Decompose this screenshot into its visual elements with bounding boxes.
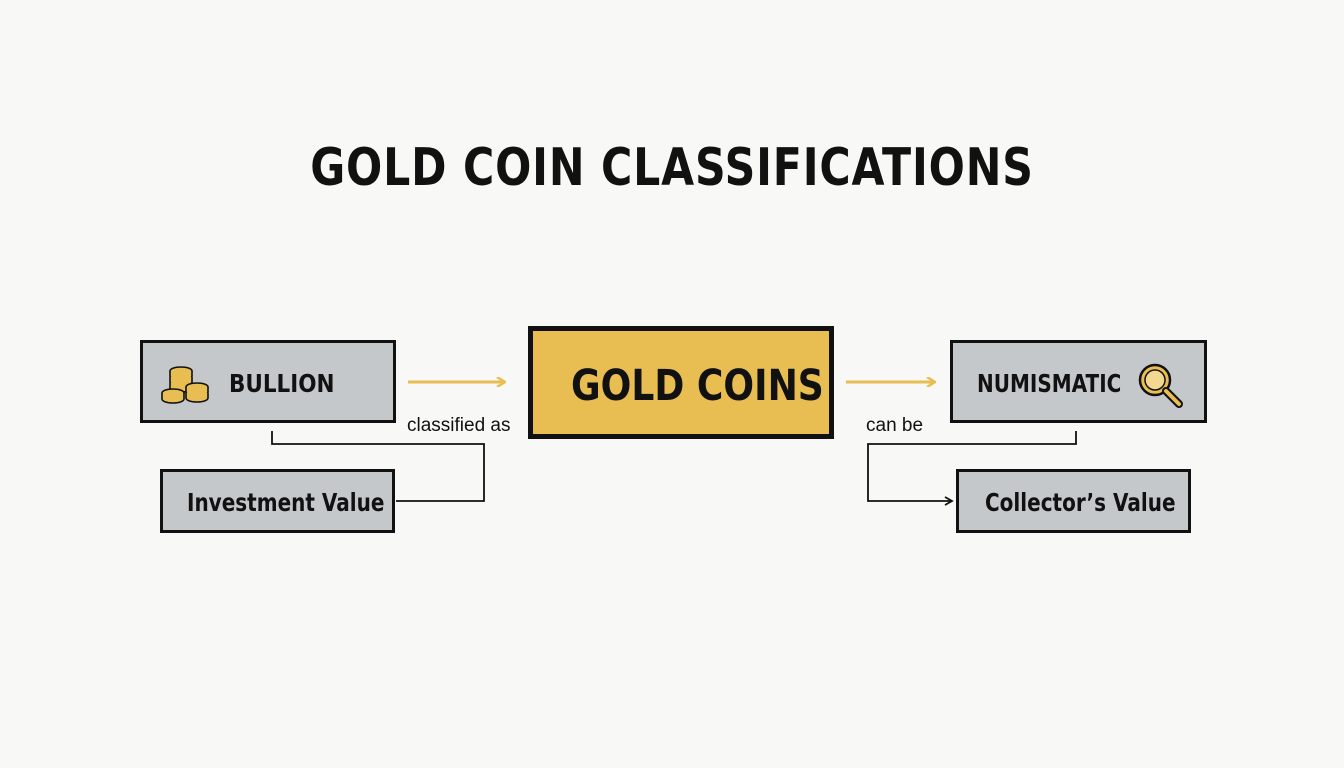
coin-stack-icon: [159, 363, 213, 410]
bullion-label: BULLION: [229, 369, 335, 398]
edge-label-can-be: can be: [866, 415, 924, 436]
gold-coins-label: GOLD COINS: [571, 361, 824, 411]
edge-label-classified-as: classified as: [407, 415, 511, 436]
magnifying-glass-icon: [1135, 361, 1191, 414]
bullion-node: BULLION: [140, 340, 396, 423]
collectors-value-label: Collector’s Value: [985, 488, 1176, 517]
gold-coins-node: GOLD COINS: [528, 326, 834, 439]
investment-value-label: Investment Value: [187, 488, 385, 517]
diagram-title: GOLD COIN CLASSIFICATIONS: [310, 138, 1034, 198]
connector-bullion-to-investment: [271, 431, 485, 502]
investment-value-node: Investment Value: [160, 469, 395, 533]
connector-numismatic-to-collector: [867, 431, 1077, 506]
numismatic-node: NUMISMATIC: [950, 340, 1207, 423]
numismatic-label: NUMISMATIC: [977, 369, 1122, 398]
collectors-value-node: Collector’s Value: [956, 469, 1191, 533]
